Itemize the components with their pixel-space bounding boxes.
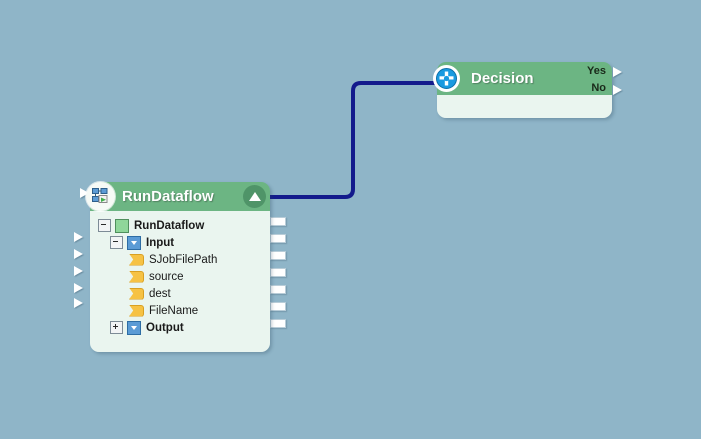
output-port-connector[interactable]: [270, 302, 286, 311]
node-rundataflow[interactable]: RunDataflow RunDataflow Input: [86, 182, 270, 352]
input-port-arrow-icon[interactable]: [74, 249, 83, 259]
output-port-connector[interactable]: [270, 217, 286, 226]
dataflow-icon: [86, 182, 115, 211]
blue-down-arrow-icon: [127, 320, 141, 335]
green-square-icon: [115, 218, 129, 233]
tree-item-sjobfilepath[interactable]: SJobFilePath: [90, 251, 270, 268]
tree-item-label: FileName: [149, 304, 199, 317]
collapse-toggle-icon[interactable]: [98, 219, 111, 232]
input-port-arrow-icon[interactable]: [74, 266, 83, 276]
tree-item-label: dest: [149, 287, 171, 300]
tree-item-filename[interactable]: FileName: [90, 302, 270, 319]
tree-item-input[interactable]: Input: [90, 234, 270, 251]
input-port-arrow-icon[interactable]: [74, 232, 83, 242]
tree-item-rundataflow[interactable]: RunDataflow: [90, 217, 270, 234]
folder-icon: [129, 304, 144, 317]
tree-item-label: RunDataflow: [134, 219, 205, 232]
node-decision-body: [437, 95, 612, 118]
input-port-arrow-icon[interactable]: [74, 298, 83, 308]
output-port-arrow-icon-no[interactable]: [613, 85, 622, 95]
tree-item-label: SJobFilePath: [149, 253, 218, 266]
node-rundataflow-header[interactable]: RunDataflow: [86, 182, 270, 211]
expand-toggle-icon[interactable]: [110, 321, 123, 334]
port-label-yes: Yes: [587, 65, 606, 77]
port-label-no: No: [591, 82, 606, 94]
input-port-arrow-icon[interactable]: [74, 283, 83, 293]
node-rundataflow-body: RunDataflow Input SJobFilePath source: [90, 211, 270, 352]
triangle-up-icon[interactable]: [243, 185, 266, 208]
connector-wire-rundataflow-to-decision: [268, 81, 440, 199]
output-port-connector[interactable]: [270, 285, 286, 294]
tree-item-dest[interactable]: dest: [90, 285, 270, 302]
input-port-arrow-icon[interactable]: [80, 188, 89, 198]
tree-item-source[interactable]: source: [90, 268, 270, 285]
collapse-toggle-icon[interactable]: [110, 236, 123, 249]
output-port-arrow-icon-yes[interactable]: [613, 67, 622, 77]
output-port-connector[interactable]: [270, 319, 286, 328]
folder-icon: [129, 287, 144, 300]
tree-item-label: Input: [146, 236, 175, 249]
output-port-connector[interactable]: [270, 234, 286, 243]
decision-icon: [433, 65, 460, 92]
tree-item-label: Output: [146, 321, 184, 334]
node-decision-header[interactable]: Decision Yes No: [433, 62, 612, 95]
tree-item-label: source: [149, 270, 184, 283]
output-port-connector[interactable]: [270, 268, 286, 277]
folder-icon: [129, 270, 144, 283]
output-port-connector[interactable]: [270, 251, 286, 260]
property-tree[interactable]: RunDataflow Input SJobFilePath source: [90, 217, 270, 336]
node-rundataflow-title: RunDataflow: [122, 188, 214, 205]
tree-item-output[interactable]: Output: [90, 319, 270, 336]
folder-icon: [129, 253, 144, 266]
blue-down-arrow-icon: [127, 235, 141, 250]
node-decision[interactable]: Decision Yes No: [433, 62, 612, 118]
node-decision-title: Decision: [471, 70, 534, 87]
